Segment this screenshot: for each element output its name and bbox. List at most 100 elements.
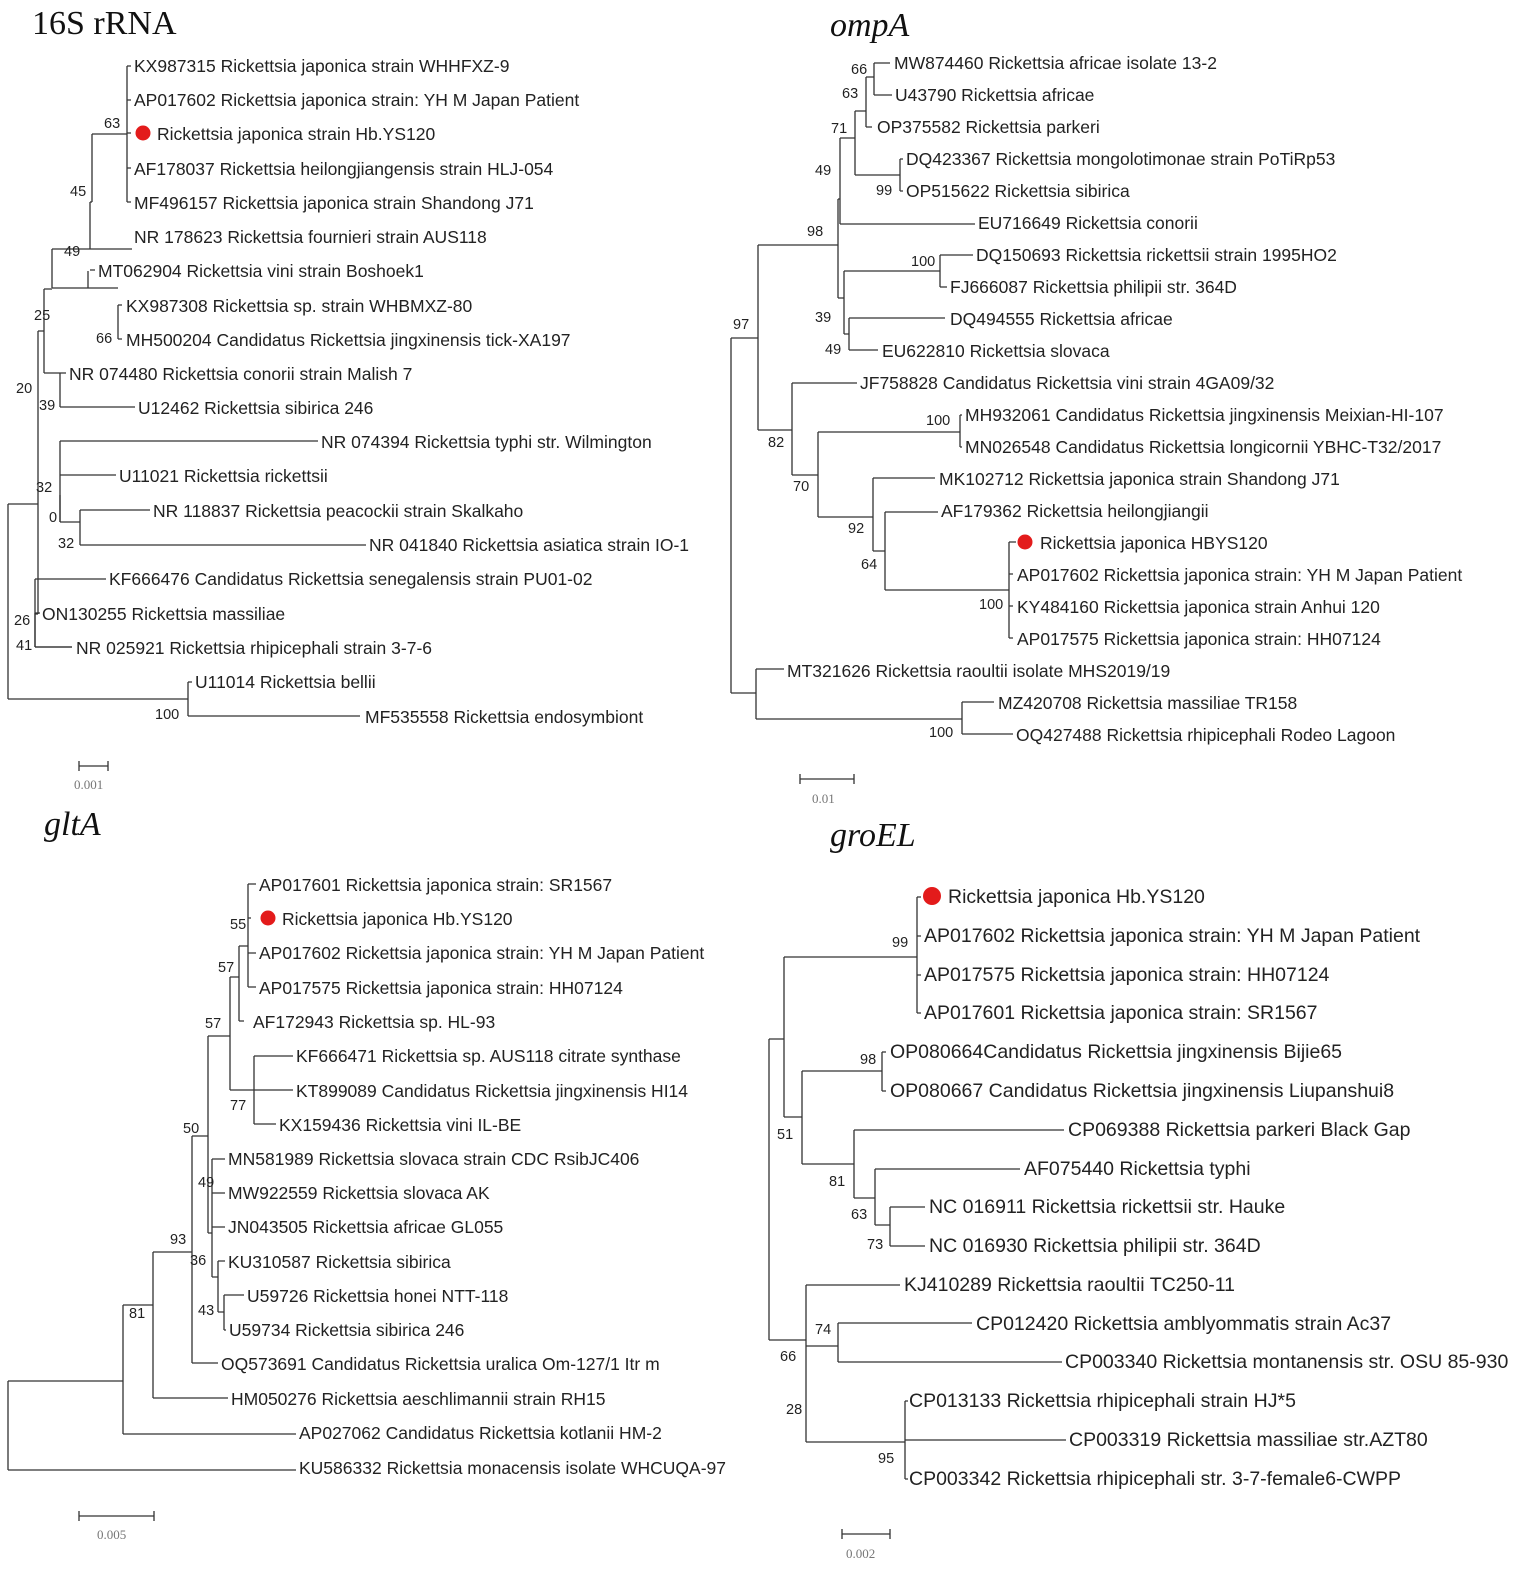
support-value: 25 — [34, 308, 50, 324]
leaf-label: JN043505 Rickettsia africae GL055 — [228, 1217, 503, 1237]
leaf-label: DQ494555 Rickettsia africae — [950, 309, 1173, 329]
leaf-label: KU586332 Rickettsia monacensis isolate W… — [299, 1458, 726, 1478]
leaf-label: AF179362 Rickettsia heilongjiangii — [941, 501, 1209, 521]
support-value: 32 — [58, 536, 74, 552]
leaf-label: MF535558 Rickettsia endosymbiont — [365, 707, 643, 727]
leaf-label: Rickettsia japonica Hb.YS120 — [282, 909, 513, 929]
leaf-label: OP080664Candidatus Rickettsia jingxinens… — [890, 1041, 1342, 1063]
leaf-label: AP017602 Rickettsia japonica strain: YH … — [134, 90, 579, 110]
leaf-label: MH932061 Candidatus Rickettsia jingxinen… — [965, 405, 1444, 425]
leaf-label: CP012420 Rickettsia amblyommatis strain … — [976, 1313, 1391, 1335]
leaf-label: KY484160 Rickettsia japonica strain Anhu… — [1017, 597, 1380, 617]
leaf-label: AP017602 Rickettsia japonica strain: YH … — [924, 925, 1421, 947]
leaf-label: JF758828 Candidatus Rickettsia vini stra… — [860, 373, 1274, 393]
support-value: 43 — [198, 1303, 214, 1319]
leaf-label: AP017575 Rickettsia japonica strain: HH0… — [1017, 629, 1381, 649]
support-values: 55 57 57 77 50 49 36 43 93 81 — [129, 917, 246, 1322]
leaf-label: ON130255 Rickettsia massiliae — [42, 604, 285, 624]
support-value: 71 — [831, 121, 847, 137]
tree-branches — [7, 883, 296, 1471]
support-values: 66 63 71 49 99 98 100 39 49 97 100 82 70… — [733, 62, 1003, 741]
leaf-label: HM050276 Rickettsia aeschlimannii strain… — [231, 1389, 605, 1409]
support-value: 66 — [96, 331, 112, 347]
leaf-label: U59726 Rickettsia honei NTT-118 — [247, 1286, 508, 1306]
panel-title: groEL — [830, 817, 916, 854]
leaf-label: CP003342 Rickettsia rhipicephali str. 3-… — [909, 1468, 1401, 1490]
support-value: 63 — [842, 86, 858, 102]
support-value: 82 — [768, 435, 784, 451]
leaf-label: U11021 Rickettsia rickettsii — [119, 466, 328, 486]
leaf-label: U59734 Rickettsia sibirica 246 — [229, 1320, 464, 1340]
support-value: 98 — [860, 1052, 876, 1068]
leaf-label: NC 016930 Rickettsia philipii str. 364D — [929, 1235, 1261, 1257]
leaf-label: DQ423367 Rickettsia mongolotimonae strai… — [906, 149, 1335, 169]
leaf-label: MT062904 Rickettsia vini strain Boshoek1 — [98, 261, 424, 281]
scale-bar-label: 0.001 — [74, 777, 103, 792]
leaf-label: CP003319 Rickettsia massiliae str.AZT80 — [1069, 1429, 1428, 1451]
leaf-label: MT321626 Rickettsia raoultii isolate MHS… — [787, 661, 1170, 681]
leaf-label: KF666476 Candidatus Rickettsia senegalen… — [109, 569, 592, 589]
leaf-label: NR 074394 Rickettsia typhi str. Wilmingt… — [321, 432, 652, 452]
leaf-label: DQ150693 Rickettsia rickettsii strain 19… — [976, 245, 1337, 265]
leaf-label: AP017601 Rickettsia japonica strain: SR1… — [924, 1002, 1318, 1024]
leaf-label: KU310587 Rickettsia sibirica — [228, 1252, 451, 1272]
tree-branches — [7, 65, 366, 717]
leaf-label: OQ427488 Rickettsia rhipicephali Rodeo L… — [1016, 725, 1395, 745]
sample-marker-dot — [923, 887, 941, 905]
support-value: 66 — [780, 1349, 796, 1365]
support-value: 55 — [230, 917, 246, 933]
leaf-label: EU716649 Rickettsia conorii — [978, 213, 1198, 233]
panel-16s-rrna: 16S rRNA KX987315 Rickettsia japonica st… — [7, 5, 689, 792]
leaf-label: MF496157 Rickettsia japonica strain Shan… — [134, 193, 534, 213]
leaf-label: AP017575 Rickettsia japonica strain: HH0… — [924, 964, 1330, 986]
leaf-label: NR 041840 Rickettsia asiatica strain IO-… — [369, 535, 689, 555]
leaf-label: FJ666087 Rickettsia philipii str. 364D — [950, 277, 1237, 297]
leaf-label: AP027062 Candidatus Rickettsia kotlanii … — [299, 1423, 662, 1443]
leaf-label: AP017602 Rickettsia japonica strain: YH … — [259, 943, 704, 963]
panel-groel: groEL Rickettsia japonica Hb.YS120 AP017… — [768, 817, 1508, 1561]
support-value: 100 — [911, 254, 935, 270]
support-value: 50 — [183, 1121, 199, 1137]
leaf-label: Rickettsia japonica strain Hb.YS120 — [157, 124, 435, 144]
leaf-labels: KX987315 Rickettsia japonica strain WHHF… — [42, 56, 689, 727]
leaf-label: KX159436 Rickettsia vini IL-BE — [279, 1115, 521, 1135]
support-value: 93 — [170, 1232, 186, 1248]
support-value: 0 — [49, 510, 57, 526]
leaf-label: MW874460 Rickettsia africae isolate 13-2 — [894, 53, 1217, 73]
scale-bar-label: 0.01 — [812, 791, 835, 806]
leaf-label: MW922559 Rickettsia slovaca AK — [228, 1183, 490, 1203]
leaf-label: U11014 Rickettsia bellii — [195, 672, 376, 692]
scale-bar: 0.001 — [74, 761, 109, 792]
leaf-label: OP080667 Candidatus Rickettsia jingxinen… — [890, 1080, 1394, 1102]
support-value: 100 — [155, 707, 179, 723]
support-values: 63 45 49 66 25 20 39 32 0 32 26 41 100 — [14, 116, 179, 723]
support-value: 64 — [861, 557, 877, 573]
panel-title: gltA — [44, 806, 101, 843]
leaf-label: Rickettsia japonica Hb.YS120 — [948, 886, 1205, 908]
leaf-label: U43790 Rickettsia africae — [895, 85, 1094, 105]
support-value: 66 — [851, 62, 867, 78]
scale-bar-label: 0.005 — [97, 1527, 126, 1542]
leaf-label: NR 025921 Rickettsia rhipicephali strain… — [76, 638, 432, 658]
panel-ompa: ompA MW874460 Rickettsia africae isola — [730, 7, 1462, 806]
leaf-labels: MW874460 Rickettsia africae isolate 13-2… — [787, 53, 1462, 745]
leaf-label: KT899089 Candidatus Rickettsia jingxinen… — [296, 1081, 688, 1101]
leaf-label: KX987315 Rickettsia japonica strain WHHF… — [134, 56, 509, 76]
support-value: 70 — [793, 479, 809, 495]
leaf-label: MN026548 Candidatus Rickettsia longicorn… — [965, 437, 1441, 457]
leaf-label: AF172943 Rickettsia sp. HL-93 — [253, 1012, 495, 1032]
leaf-label: NR 178623 Rickettsia fournieri strain AU… — [134, 227, 487, 247]
support-value: 73 — [867, 1237, 883, 1253]
support-value: 63 — [104, 116, 120, 132]
leaf-label: MH500204 Candidatus Rickettsia jingxinen… — [126, 330, 571, 350]
leaf-label: Rickettsia japonica HBYS120 — [1040, 533, 1268, 553]
support-value: 36 — [190, 1253, 206, 1269]
sample-marker-dot — [135, 125, 151, 141]
support-value: 92 — [848, 521, 864, 537]
leaf-label: KF666471 Rickettsia sp. AUS118 citrate s… — [296, 1046, 681, 1066]
support-value: 100 — [926, 413, 950, 429]
leaf-label: OP515622 Rickettsia sibirica — [906, 181, 1130, 201]
leaf-label: MZ420708 Rickettsia massiliae TR158 — [998, 693, 1297, 713]
leaf-label: CP013133 Rickettsia rhipicephali strain … — [909, 1390, 1296, 1412]
support-value: 74 — [815, 1322, 831, 1338]
